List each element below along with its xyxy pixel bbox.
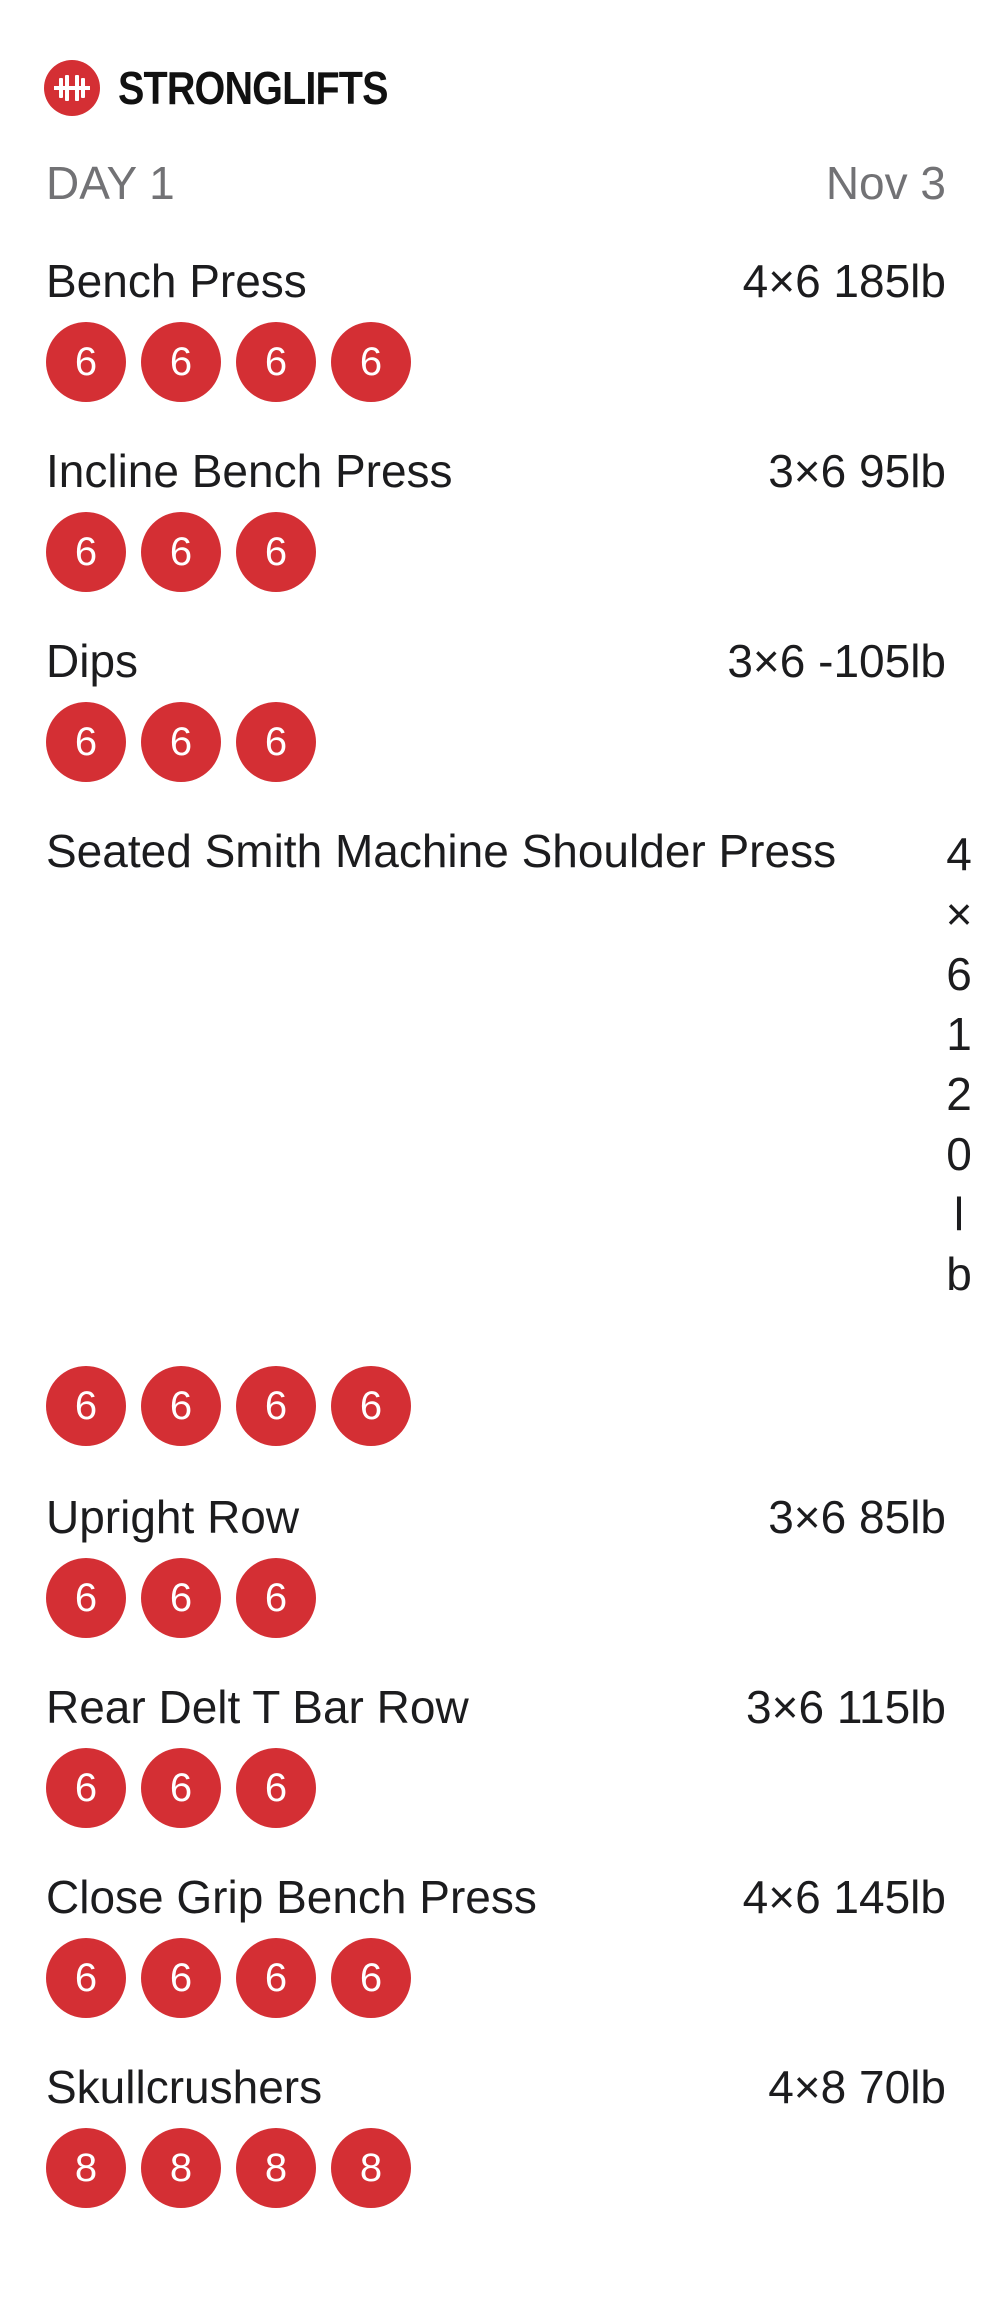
exercise-name: Seated Smith Machine Shoulder Press (46, 825, 837, 877)
set-button[interactable]: 6 (236, 322, 316, 402)
set-list: 6 6 6 6 (46, 322, 426, 402)
exercise-rear-delt-t-bar-row[interactable]: Rear Delt T Bar Row 3×6 115lb 6 6 6 (46, 1680, 946, 1840)
set-button[interactable]: 8 (331, 2128, 411, 2208)
set-button[interactable]: 6 (141, 1938, 221, 2018)
set-list: 8 8 8 8 (46, 2128, 426, 2208)
set-button[interactable]: 6 (46, 1938, 126, 2018)
set-button[interactable]: 6 (46, 1366, 126, 1446)
exercise-name: Dips (46, 635, 139, 687)
exercise-seated-smith-machine-shoulder-press[interactable]: Seated Smith Machine Shoulder Press 4×6 … (46, 824, 972, 1454)
exercise-name: Rear Delt T Bar Row (46, 1681, 469, 1733)
workout-date: Nov 3 (825, 157, 946, 209)
set-list: 6 6 6 (46, 702, 331, 782)
day-label: DAY 1 (46, 157, 175, 209)
set-button[interactable]: 6 (46, 1748, 126, 1828)
set-button[interactable]: 6 (236, 1938, 316, 2018)
set-button[interactable]: 6 (46, 322, 126, 402)
brand-name: STRONGLIFTS (118, 62, 389, 114)
app-header: STRONGLIFTS (44, 58, 432, 118)
exercise-scheme: 3×6 85lb (768, 1491, 946, 1543)
set-button[interactable]: 8 (141, 2128, 221, 2208)
set-button[interactable]: 6 (331, 1366, 411, 1446)
set-button[interactable]: 6 (141, 1748, 221, 1828)
exercise-bench-press[interactable]: Bench Press 4×6 185lb 6 6 6 6 (46, 254, 946, 414)
exercise-upright-row[interactable]: Upright Row 3×6 85lb 6 6 6 (46, 1490, 946, 1650)
set-button[interactable]: 6 (236, 702, 316, 782)
set-button[interactable]: 6 (141, 1558, 221, 1638)
workout-day-header: DAY 1 Nov 3 (46, 156, 946, 216)
set-button[interactable]: 6 (236, 1748, 316, 1828)
set-button[interactable]: 6 (46, 512, 126, 592)
exercise-close-grip-bench-press[interactable]: Close Grip Bench Press 4×6 145lb 6 6 6 6 (46, 1870, 946, 2030)
set-list: 6 6 6 6 (46, 1938, 426, 2018)
set-button[interactable]: 6 (46, 702, 126, 782)
exercise-dips[interactable]: Dips 3×6 -105lb 6 6 6 (46, 634, 946, 794)
barbell-icon (44, 60, 100, 116)
set-button[interactable]: 6 (236, 1558, 316, 1638)
exercise-name: Upright Row (46, 1491, 300, 1543)
set-button[interactable]: 6 (141, 1366, 221, 1446)
set-button[interactable]: 6 (236, 1366, 316, 1446)
set-button[interactable]: 6 (331, 322, 411, 402)
exercise-name: Incline Bench Press (46, 445, 453, 497)
exercise-scheme: 3×6 95lb (768, 445, 946, 497)
exercise-name: Bench Press (46, 255, 307, 307)
set-button[interactable]: 8 (46, 2128, 126, 2208)
set-list: 6 6 6 (46, 1558, 331, 1638)
exercise-scheme: 4×6 145lb (742, 1871, 946, 1923)
exercise-scheme: 3×6 115lb (746, 1681, 946, 1733)
set-button[interactable]: 6 (141, 512, 221, 592)
set-list: 6 6 6 (46, 512, 331, 592)
exercise-scheme: 4×8 70lb (768, 2061, 946, 2113)
exercise-name: Skullcrushers (46, 2061, 323, 2113)
set-button[interactable]: 6 (46, 1558, 126, 1638)
exercise-scheme: 3×6 -105lb (727, 635, 946, 687)
exercise-scheme: 4×6 185lb (742, 255, 946, 307)
set-button[interactable]: 6 (141, 702, 221, 782)
exercise-skullcrushers[interactable]: Skullcrushers 4×8 70lb 8 8 8 8 (46, 2060, 946, 2220)
set-button[interactable]: 6 (331, 1938, 411, 2018)
exercise-incline-bench-press[interactable]: Incline Bench Press 3×6 95lb 6 6 6 (46, 444, 946, 604)
exercise-name: Close Grip Bench Press (46, 1871, 537, 1923)
set-list: 6 6 6 (46, 1748, 331, 1828)
exercise-scheme: 4×6 120lb (945, 828, 973, 1300)
set-button[interactable]: 8 (236, 2128, 316, 2208)
set-button[interactable]: 6 (236, 512, 316, 592)
set-list: 6 6 6 6 (46, 1366, 426, 1446)
set-button[interactable]: 6 (141, 322, 221, 402)
